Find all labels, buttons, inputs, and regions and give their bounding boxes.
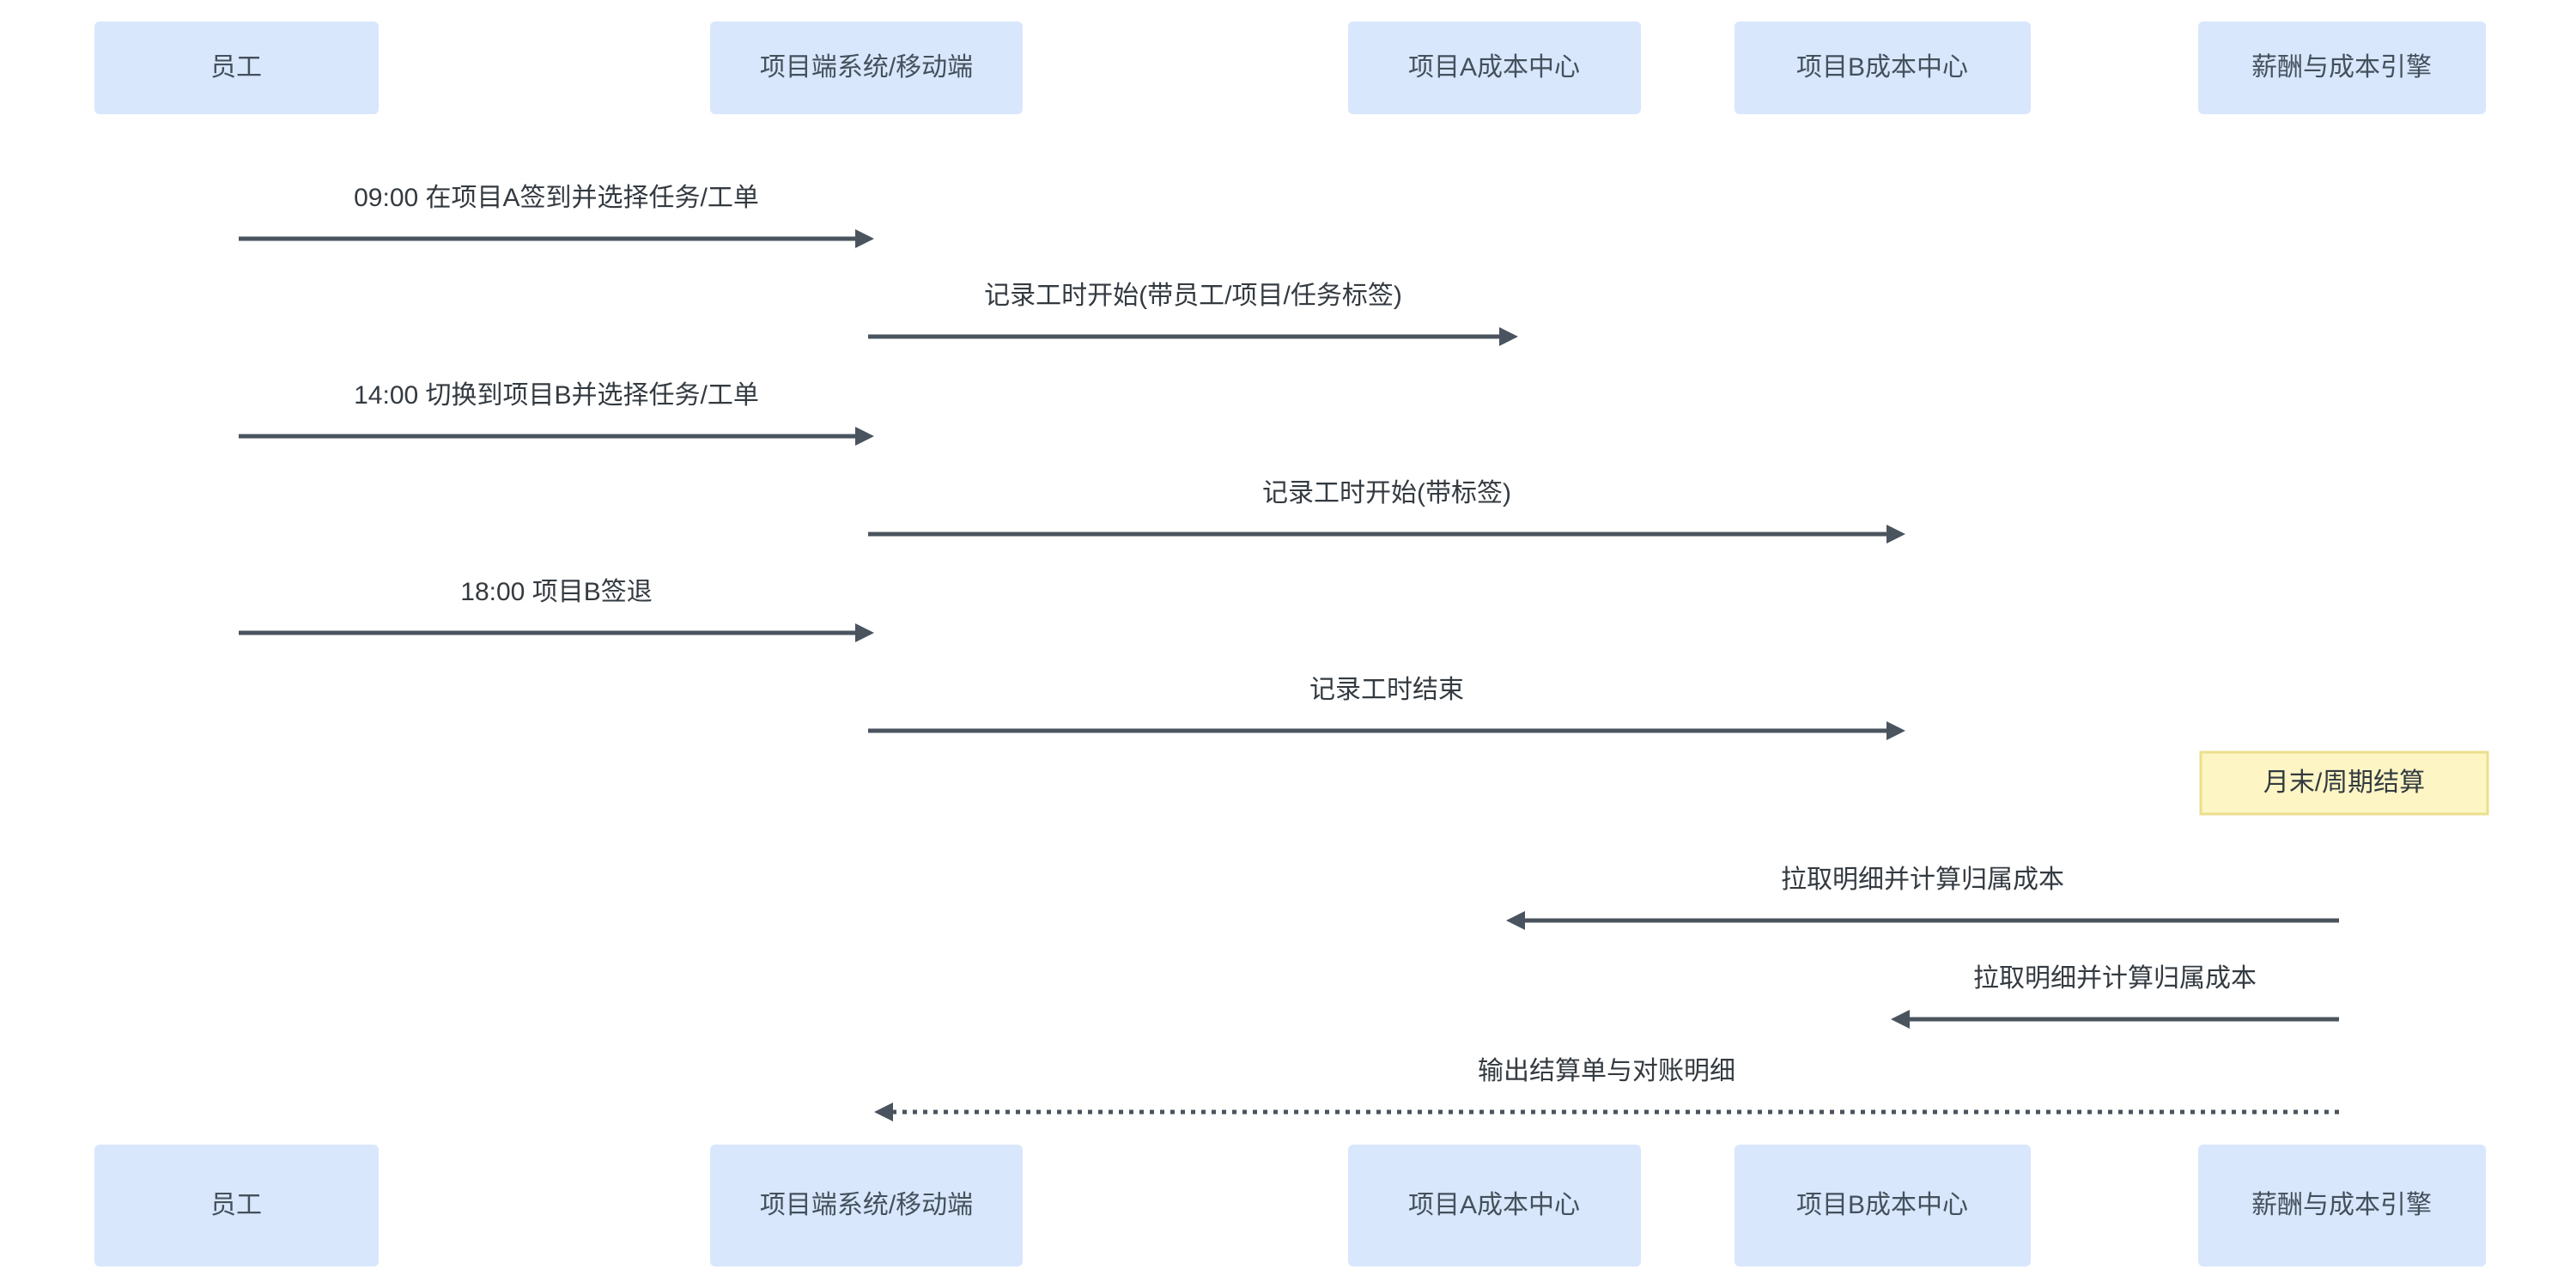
message-8-payroll-engine-to-cost-center-b[interactable]: 拉取明细并计算归属成本 xyxy=(1891,964,2339,1029)
message-label: 记录工时结束 xyxy=(1309,676,1464,704)
actor-label: 员工 xyxy=(210,53,262,82)
note-rect xyxy=(2199,750,2489,816)
actor-box-rect xyxy=(710,1145,1023,1267)
message-label: 18:00 项目B签退 xyxy=(460,578,652,606)
actor-box-rect xyxy=(2198,1145,2486,1267)
actor-label: 项目B成本中心 xyxy=(1796,53,1968,82)
message-4-project-system-to-cost-center-b[interactable]: 记录工时开始(带标签) xyxy=(868,479,1905,544)
message-5-employee-to-project-system[interactable]: 18:00 项目B签退 xyxy=(239,578,874,642)
arrow-head-icon xyxy=(1499,327,1518,346)
arrow-head-icon xyxy=(855,427,874,446)
actor-box-project-system-top[interactable]: 项目端系统/移动端 xyxy=(710,21,1023,114)
message-3-employee-to-project-system[interactable]: 14:00 切换到项目B并选择任务/工单 xyxy=(239,381,874,446)
message-7-payroll-engine-to-cost-center-a[interactable]: 拉取明细并计算归属成本 xyxy=(1506,866,2339,930)
message-label: 记录工时开始(带标签) xyxy=(1262,479,1511,507)
actor-label: 项目端系统/移动端 xyxy=(760,1191,973,1219)
actor-box-employee-top[interactable]: 员工 xyxy=(94,21,379,114)
actor-box-rect xyxy=(710,21,1023,114)
actor-label: 薪酬与成本引擎 xyxy=(2251,53,2432,82)
actor-box-rect xyxy=(1348,21,1641,114)
actor-box-cost-center-b-top[interactable]: 项目B成本中心 xyxy=(1735,21,2031,114)
actor-box-rect xyxy=(94,21,379,114)
actor-box-employee-bottom[interactable]: 员工 xyxy=(94,1145,379,1267)
notes-layer: 月末/周期结算 xyxy=(2199,750,2489,816)
arrow-head-icon xyxy=(1891,1010,1910,1029)
actor-box-cost-center-b-bottom[interactable]: 项目B成本中心 xyxy=(1735,1145,2031,1267)
footer-actors-layer: 员工 项目端系统/移动端 项目A成本中心 项目B成本中心 薪酬与成本引擎 xyxy=(94,1145,2486,1267)
message-label: 09:00 在项目A签到并选择任务/工单 xyxy=(354,184,759,212)
message-6-project-system-to-cost-center-b[interactable]: 记录工时结束 xyxy=(868,676,1905,740)
actor-label: 员工 xyxy=(210,1191,262,1219)
message-label: 拉取明细并计算归属成本 xyxy=(1973,964,2257,993)
actor-box-payroll-engine-top[interactable]: 薪酬与成本引擎 xyxy=(2198,21,2486,114)
arrow-head-icon xyxy=(1506,911,1525,930)
actor-box-rect xyxy=(94,1145,379,1267)
message-2-project-system-to-cost-center-a[interactable]: 记录工时开始(带员工/项目/任务标签) xyxy=(868,282,1518,346)
actor-label: 项目端系统/移动端 xyxy=(760,53,973,82)
arrow-head-icon xyxy=(1886,525,1905,544)
message-9-payroll-engine-to-project-system[interactable]: 输出结算单与对账明细 xyxy=(874,1057,2339,1121)
arrow-head-icon xyxy=(1886,721,1905,740)
note-settlement-note[interactable]: 月末/周期结算 xyxy=(2199,750,2489,816)
header-actors-layer: 员工 项目端系统/移动端 项目A成本中心 项目B成本中心 薪酬与成本引擎 xyxy=(94,21,2486,114)
message-label: 记录工时开始(带员工/项目/任务标签) xyxy=(984,282,1402,310)
arrow-head-icon xyxy=(874,1103,893,1121)
actor-box-cost-center-a-top[interactable]: 项目A成本中心 xyxy=(1348,21,1641,114)
actor-label: 薪酬与成本引擎 xyxy=(2251,1191,2432,1219)
actor-box-rect xyxy=(2198,21,2486,114)
actor-label: 项目A成本中心 xyxy=(1408,53,1580,82)
message-label: 拉取明细并计算归属成本 xyxy=(1781,866,2064,894)
message-1-employee-to-project-system[interactable]: 09:00 在项目A签到并选择任务/工单 xyxy=(239,184,874,248)
arrow-head-icon xyxy=(855,623,874,642)
actor-box-cost-center-a-bottom[interactable]: 项目A成本中心 xyxy=(1348,1145,1641,1267)
message-label: 14:00 切换到项目B并选择任务/工单 xyxy=(354,381,759,410)
arrow-head-icon xyxy=(855,229,874,248)
message-label: 输出结算单与对账明细 xyxy=(1478,1057,1735,1085)
actor-box-rect xyxy=(1348,1145,1641,1267)
note-label: 月末/周期结算 xyxy=(2263,769,2425,797)
actor-box-rect xyxy=(1735,21,2031,114)
actor-box-payroll-engine-bottom[interactable]: 薪酬与成本引擎 xyxy=(2198,1145,2486,1267)
actor-box-rect xyxy=(1735,1145,2031,1267)
actor-box-project-system-bottom[interactable]: 项目端系统/移动端 xyxy=(710,1145,1023,1267)
actor-label: 项目A成本中心 xyxy=(1408,1191,1580,1219)
actor-label: 项目B成本中心 xyxy=(1796,1191,1968,1219)
